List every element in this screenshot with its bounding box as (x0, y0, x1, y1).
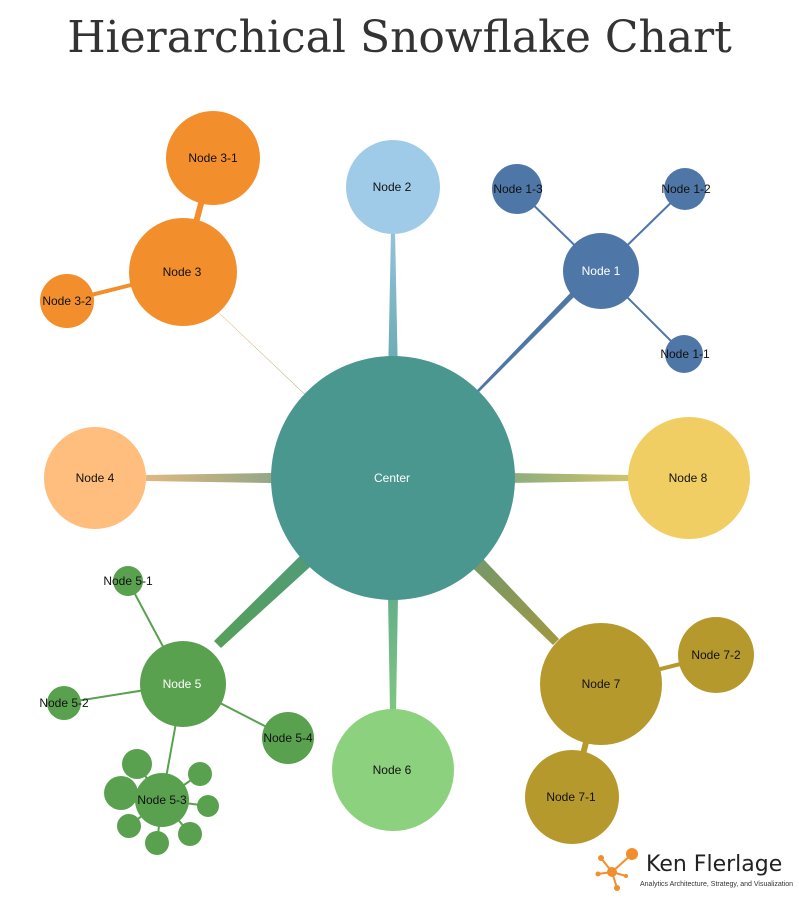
label-node-7-2: Node 7-2 (691, 648, 741, 662)
node-5-1 (113, 566, 143, 596)
label-node-6: Node 6 (373, 763, 412, 777)
label-node-5-2: Node 5-2 (39, 696, 89, 710)
node-1-3 (492, 164, 542, 214)
node-8 (628, 417, 750, 539)
node-3-1 (166, 111, 260, 205)
node-5-4 (262, 712, 314, 764)
brand-name: Ken Flerlage (646, 852, 783, 877)
label-node-5-4: Node 5-4 (263, 731, 313, 745)
label-node-8: Node 8 (669, 471, 708, 485)
node-1-2 (664, 168, 706, 210)
label-node-1: Node 1 (582, 264, 621, 278)
node-5-2 (47, 686, 81, 720)
label-node-3: Node 3 (163, 265, 202, 279)
node-7 (540, 623, 662, 745)
label-node-5: Node 5 (163, 677, 202, 691)
node-7-1 (525, 750, 619, 844)
node-6 (332, 709, 454, 831)
brand-tagline: Analytics Architecture, Strategy, and Vi… (640, 881, 794, 888)
node-4 (44, 427, 146, 529)
label-node-5-3: Node 5-3 (137, 793, 187, 807)
label-node-3-1: Node 3-1 (188, 151, 238, 165)
label-node-2: Node 2 (373, 180, 412, 194)
label-node-5-1: Node 5-1 (103, 574, 153, 588)
node-1-1 (665, 335, 703, 373)
node-5-3-cluster (104, 749, 219, 855)
label-node-4: Node 4 (76, 471, 115, 485)
chart-title: Hierarchical Snowflake Chart (67, 12, 732, 63)
center-node (271, 356, 515, 600)
network-logo-icon (595, 848, 638, 891)
label-node-1-1: Node 1-1 (660, 347, 710, 361)
node-2 (346, 140, 440, 234)
node-5-3 (135, 773, 189, 827)
node-7-2 (678, 617, 754, 693)
label-node-1-2: Node 1-2 (661, 182, 711, 196)
node-1 (563, 233, 639, 309)
label-node-7-1: Node 7-1 (546, 790, 596, 804)
label-node-7: Node 7 (582, 677, 621, 691)
label-node-1-3: Node 1-3 (493, 182, 543, 196)
label-center: Center (374, 471, 410, 485)
node-3 (129, 218, 237, 326)
node-5 (140, 641, 226, 727)
label-node-3-2: Node 3-2 (42, 294, 92, 308)
node-3-2 (40, 274, 94, 328)
